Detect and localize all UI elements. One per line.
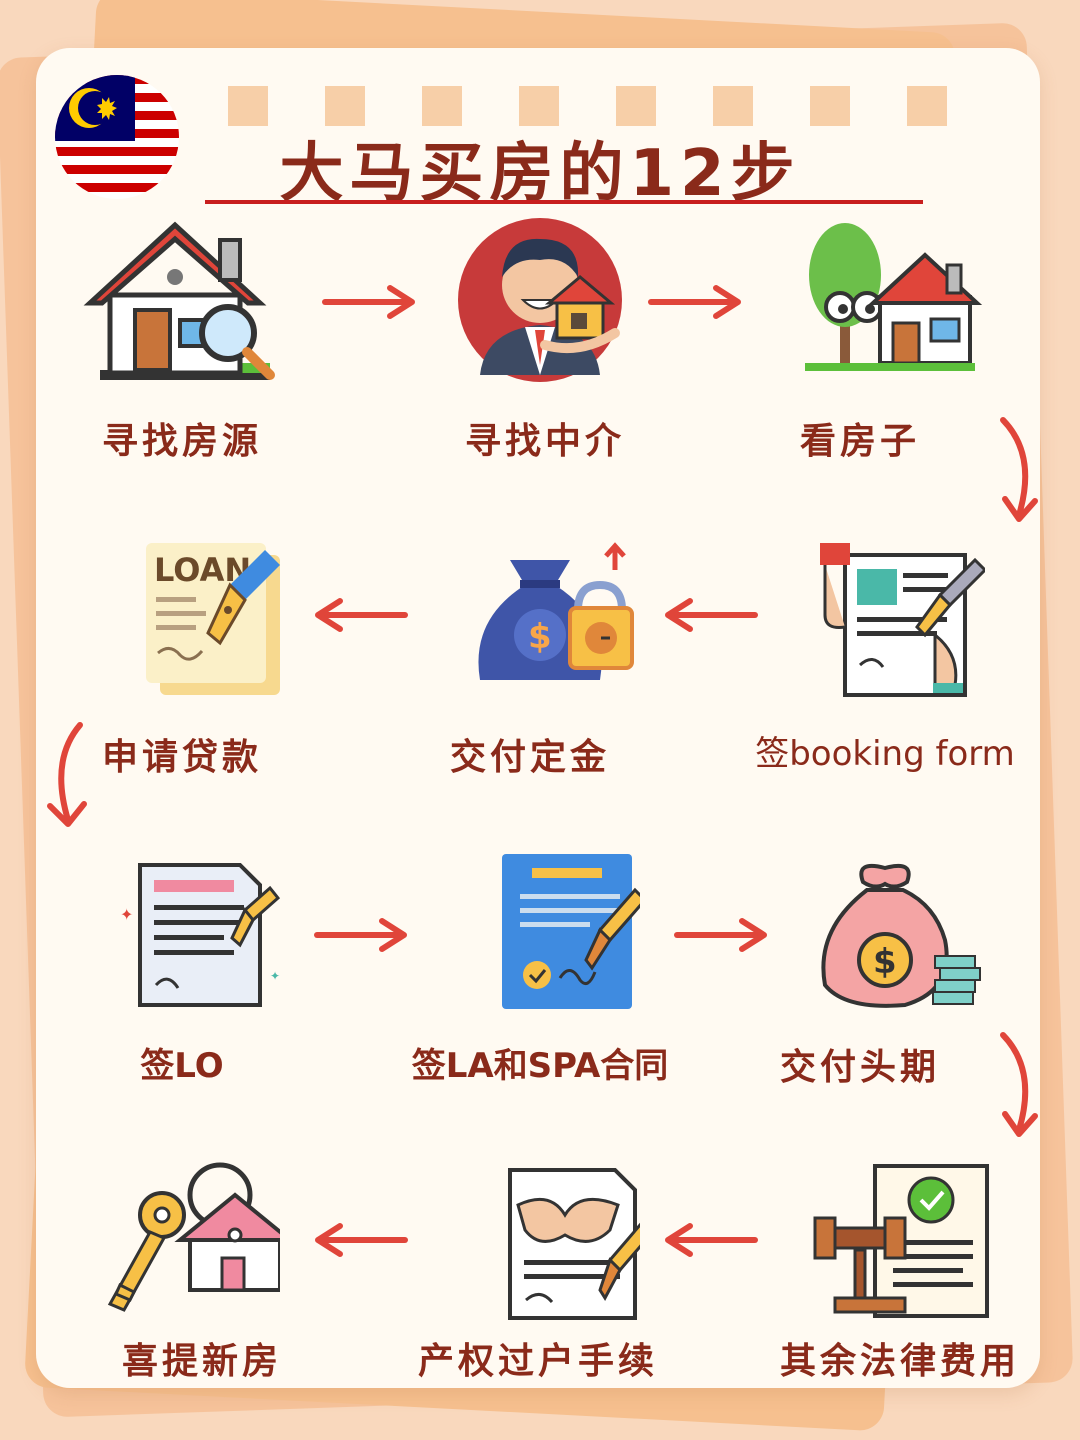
step-12-label: 喜提新房 [121, 1340, 282, 1382]
step-11-title-transfer [390, 1160, 690, 1330]
malaysia-flag-icon [55, 75, 179, 199]
step-9-label: 交付头期 [779, 1046, 940, 1088]
tape-decoration [713, 86, 753, 126]
step-3-label: 看房子 [799, 420, 920, 462]
step-4-sign-booking-form [735, 535, 1035, 705]
step-8-label: 签LA和SPA合同 [411, 1046, 669, 1086]
step-10-label: 其余法律费用 [779, 1340, 1020, 1382]
arrow-right-icon [314, 918, 407, 952]
step-2-find-agent [390, 215, 690, 385]
tape-decoration [519, 86, 559, 126]
handshake-document-icon [508, 1168, 640, 1320]
down-payment-icon: $ [821, 863, 981, 1008]
arrow-left-icon [315, 1223, 408, 1257]
tape-decoration [422, 86, 462, 126]
step-6-label: 申请贷款 [101, 736, 262, 778]
step-5-pay-deposit: $ [390, 540, 690, 700]
arrow-curve-down-icon [47, 722, 87, 827]
arrow-left-icon [315, 598, 408, 632]
tape-decoration [907, 86, 947, 126]
step-9-down-payment: $ [735, 850, 1035, 1020]
tape-decoration [325, 86, 365, 126]
step-7-label: 签LO [140, 1046, 224, 1086]
tape-decoration [810, 86, 850, 126]
view-house-icon [805, 223, 983, 371]
step-11-label: 产权过户手续 [417, 1340, 658, 1382]
house-key-icon [107, 1162, 280, 1312]
step-7-sign-lo: ✦ ✦ [30, 850, 330, 1020]
svg-text:$: $ [528, 617, 552, 657]
agent-icon [458, 218, 622, 382]
svg-text:✦: ✦ [120, 905, 133, 924]
arrow-left-icon [665, 598, 758, 632]
step-6-apply-loan: LOAN [30, 535, 330, 705]
step-8-sign-la-spa [390, 850, 690, 1020]
house-search-icon [83, 221, 275, 380]
svg-text:✦: ✦ [270, 969, 280, 983]
sign-form-icon [820, 543, 985, 697]
letter-of-offer-icon: ✦ ✦ [120, 863, 280, 1007]
arrow-left-icon [665, 1223, 758, 1257]
svg-text:$: $ [873, 942, 897, 982]
title-underline [205, 200, 923, 204]
step-1-label: 寻找房源 [101, 420, 262, 462]
step-2-label: 寻找中介 [464, 420, 625, 462]
step-1-house-search [30, 215, 330, 385]
deposit-money-bag-icon: $ [478, 542, 634, 680]
arrow-right-icon [648, 285, 741, 319]
legal-fee-gavel-icon [813, 1164, 989, 1318]
arrow-curve-down-icon [1000, 1032, 1038, 1137]
step-12-get-new-house [30, 1160, 330, 1330]
arrow-right-icon [674, 918, 767, 952]
tape-decoration [228, 86, 268, 126]
step-5-label: 交付定金 [449, 736, 610, 778]
contract-sign-icon [502, 854, 640, 1009]
page-title: 大马买房的12步 [279, 137, 801, 211]
arrow-right-icon [322, 285, 415, 319]
loan-document-icon: LOAN [146, 543, 280, 695]
step-4-label: 签booking form [755, 734, 1015, 774]
arrow-curve-down-icon [1000, 417, 1038, 522]
step-3-view-house [735, 215, 1035, 385]
tape-decoration [616, 86, 656, 126]
step-10-legal-fees [735, 1160, 1035, 1330]
